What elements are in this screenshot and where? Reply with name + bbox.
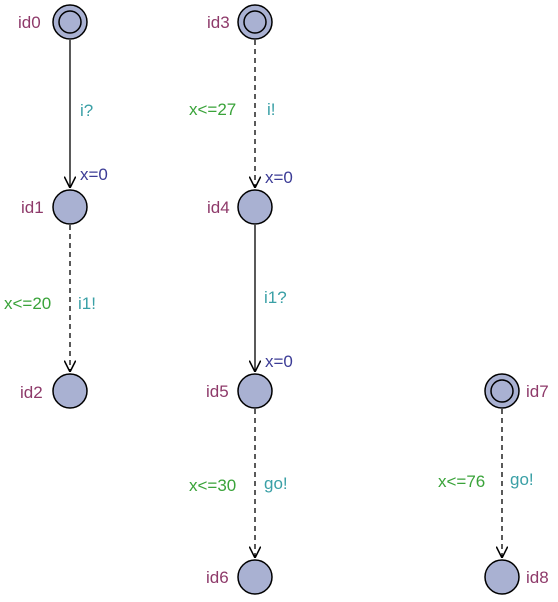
location-id1[interactable] <box>52 189 88 225</box>
edge-guard-label: x<=76 <box>438 472 485 491</box>
location-id7[interactable] <box>484 373 520 409</box>
location-id0[interactable] <box>52 4 88 40</box>
location-label: id2 <box>20 383 43 402</box>
location-label: id7 <box>526 382 549 401</box>
location-label: id0 <box>18 13 41 32</box>
edge-guard-label: x<=27 <box>189 100 236 119</box>
location-label: id1 <box>21 198 44 217</box>
location-label: id8 <box>526 568 549 587</box>
edge-sync-label: i1! <box>78 294 96 313</box>
edge-assign-label: x=0 <box>80 165 108 184</box>
edge-sync-label: go! <box>510 470 534 489</box>
location-id3[interactable] <box>237 4 273 40</box>
location-id5[interactable] <box>237 373 273 409</box>
edge-sync-label: i! <box>267 100 276 119</box>
edge-assign-label: x=0 <box>265 168 293 187</box>
edge-assign-label: x=0 <box>265 352 293 371</box>
edge-sync-label: i? <box>80 101 93 120</box>
location-id6[interactable] <box>237 559 273 595</box>
edge-guard-label: x<=20 <box>4 294 51 313</box>
location-label: id3 <box>207 13 230 32</box>
edge-sync-label: i1? <box>264 288 287 307</box>
location-id8[interactable] <box>484 559 520 595</box>
location-label: id6 <box>206 568 229 587</box>
location-id2[interactable] <box>52 373 88 409</box>
edge-sync-label: go! <box>264 474 288 493</box>
location-label: id4 <box>207 198 230 217</box>
edge-guard-label: x<=30 <box>189 476 236 495</box>
location-id4[interactable] <box>237 189 273 225</box>
location-label: id5 <box>206 382 229 401</box>
